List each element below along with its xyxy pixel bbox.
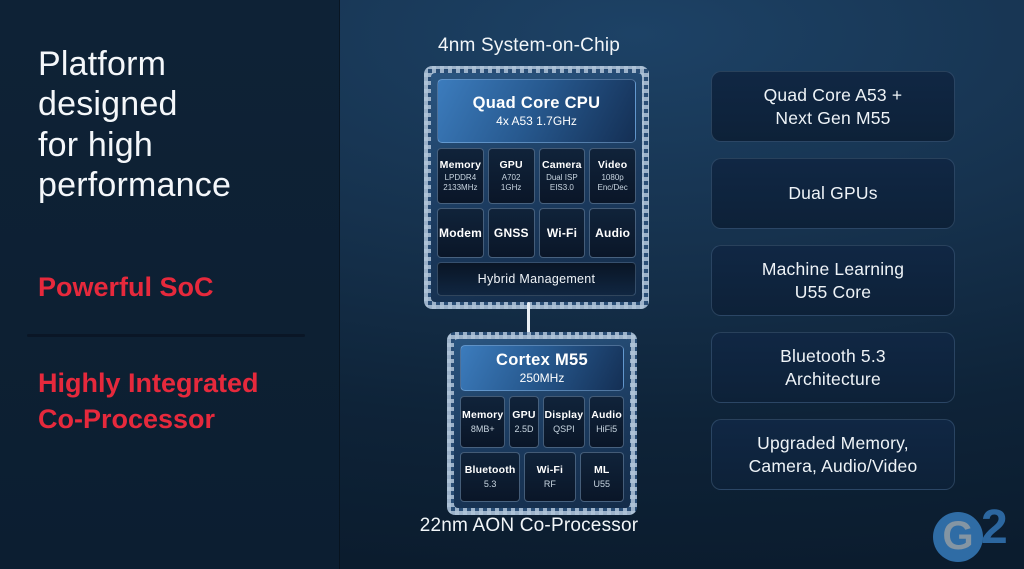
soc-chip: Quad Core CPU 4x A53 1.7GHz Memory LPDDR… bbox=[424, 66, 649, 309]
hybrid-management-bar: Hybrid Management bbox=[437, 262, 636, 296]
block-sub: U55 bbox=[593, 479, 610, 490]
feature-box-upgraded-memory: Upgraded Memory, Camera, Audio/Video bbox=[711, 419, 955, 490]
soc-block-wifi: Wi-Fi bbox=[538, 208, 586, 258]
block-label: Display bbox=[544, 409, 584, 422]
block-sub: QSPI bbox=[553, 424, 575, 435]
block-label: Video bbox=[597, 159, 628, 172]
slide-headline: Platform designed for high performance bbox=[38, 45, 232, 205]
aon-block-memory: Memory 8MB+ bbox=[460, 396, 506, 448]
chip-connector-line bbox=[527, 302, 530, 334]
block-label: Bluetooth bbox=[464, 464, 516, 477]
feature-box-bluetooth: Bluetooth 5.3 Architecture bbox=[711, 332, 955, 403]
g2-logo-letter-g: G bbox=[942, 514, 974, 558]
block-label: Audio bbox=[595, 226, 631, 240]
divider-line bbox=[27, 334, 305, 337]
soc-diagram-title: 4nm System-on-Chip bbox=[437, 35, 621, 56]
block-sub: 1080p Enc/Dec bbox=[597, 173, 628, 192]
aon-block-row-2: Bluetooth 5.3 Wi-Fi RF ML U55 bbox=[460, 452, 624, 502]
block-label: Memory bbox=[439, 159, 482, 172]
left-panel: Platform designed for high performance P… bbox=[0, 0, 340, 569]
aon-chip-core: Cortex M55 250MHz Memory 8MB+ GPU 2.5D D… bbox=[454, 339, 630, 508]
soc-block-video: Video 1080p Enc/Dec bbox=[589, 148, 636, 204]
soc-block-row-2: Modem GNSS Wi-Fi Audio bbox=[437, 208, 637, 258]
block-label: Wi-Fi bbox=[536, 464, 564, 477]
soc-block-gnss: GNSS bbox=[488, 208, 535, 258]
block-sub: 5.3 bbox=[483, 479, 497, 490]
aon-chip: Cortex M55 250MHz Memory 8MB+ GPU 2.5D D… bbox=[447, 332, 637, 515]
g2-watermark-logo: G 2 bbox=[928, 503, 1020, 563]
aon-block-display: Display QSPI bbox=[542, 396, 586, 448]
cpu-block-subtitle: 4x A53 1.7GHz bbox=[496, 114, 577, 128]
g2-logo-circle: G bbox=[933, 512, 983, 562]
block-label: Memory bbox=[462, 409, 504, 422]
block-label: Wi-Fi bbox=[546, 226, 578, 240]
aon-block-bluetooth: Bluetooth 5.3 bbox=[460, 452, 521, 502]
aon-block-wifi-rf: Wi-Fi RF bbox=[524, 452, 576, 502]
soc-block-audio: Audio bbox=[589, 208, 637, 258]
aon-block-ml: ML U55 bbox=[579, 452, 624, 502]
block-label: GPU bbox=[512, 409, 536, 422]
soc-block-memory: Memory LPDDR4 2133MHz bbox=[437, 148, 484, 204]
soc-block-camera: Camera Dual ISP EIS3.0 bbox=[538, 148, 586, 204]
block-label: Modem bbox=[439, 226, 482, 240]
block-label: ML bbox=[593, 464, 610, 477]
soc-chip-core: Quad Core CPU 4x A53 1.7GHz Memory LPDDR… bbox=[431, 73, 642, 302]
aon-block-gpu: GPU 2.5D bbox=[509, 396, 539, 448]
block-sub: RF bbox=[543, 479, 556, 490]
aon-block-row-1: Memory 8MB+ GPU 2.5D Display QSPI Audio … bbox=[460, 396, 624, 448]
aon-diagram-caption: 22nm AON Co-Processor bbox=[419, 515, 639, 536]
block-sub: Dual ISP EIS3.0 bbox=[546, 173, 578, 192]
block-sub: LPDDR4 2133MHz bbox=[443, 173, 478, 192]
block-sub: HiFi5 bbox=[596, 424, 618, 435]
cortex-m55-block: Cortex M55 250MHz bbox=[460, 345, 624, 391]
block-label: GPU bbox=[499, 159, 523, 172]
m55-block-subtitle: 250MHz bbox=[519, 371, 565, 385]
label-highly-integrated-coprocessor: Highly Integrated Co-Processor bbox=[38, 368, 259, 434]
soc-block-modem: Modem bbox=[437, 208, 484, 258]
cpu-block-title: Quad Core CPU bbox=[472, 94, 601, 112]
soc-block-row-1: Memory LPDDR4 2133MHz GPU A702 1GHz Came… bbox=[437, 148, 636, 204]
label-powerful-soc: Powerful SoC bbox=[38, 272, 214, 302]
soc-block-gpu: GPU A702 1GHz bbox=[487, 148, 535, 204]
block-sub: 2.5D bbox=[514, 424, 534, 435]
feature-box-quad-core: Quad Core A53 + Next Gen M55 bbox=[711, 71, 955, 142]
block-sub: A702 1GHz bbox=[500, 173, 522, 192]
block-label: Camera bbox=[542, 159, 582, 172]
block-label: Audio bbox=[591, 409, 622, 422]
feature-box-machine-learning: Machine Learning U55 Core bbox=[711, 245, 955, 316]
g2-logo-digit-2: 2 bbox=[981, 501, 1008, 554]
block-sub: 8MB+ bbox=[470, 424, 495, 435]
aon-block-audio: Audio HiFi5 bbox=[589, 396, 624, 448]
block-label: GNSS bbox=[493, 226, 529, 240]
feature-box-dual-gpus: Dual GPUs bbox=[711, 158, 955, 229]
cpu-block: Quad Core CPU 4x A53 1.7GHz bbox=[437, 79, 636, 143]
m55-block-title: Cortex M55 bbox=[496, 351, 588, 369]
